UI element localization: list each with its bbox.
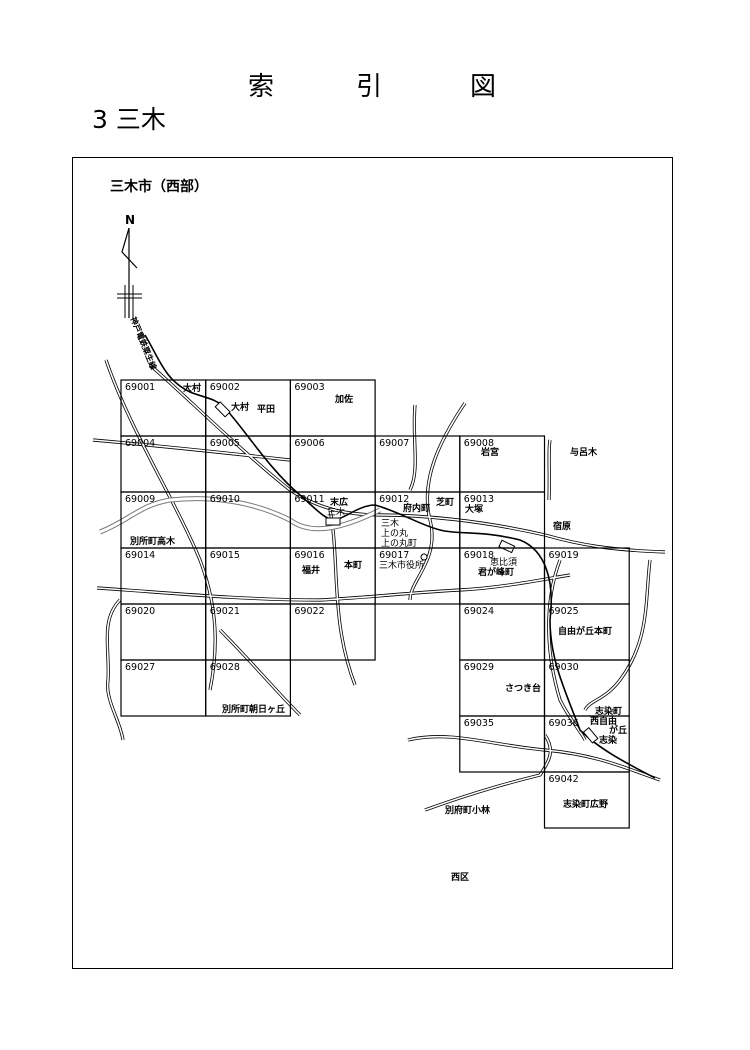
map-title: 三木市（西部） — [110, 179, 208, 195]
station-ebisu-icon — [498, 539, 516, 554]
cell-number: 69015 — [210, 550, 240, 561]
roads — [92, 227, 666, 812]
place-label: 三木 — [381, 519, 400, 529]
place-label: 末広 — [330, 498, 349, 508]
cell-number: 69024 — [464, 606, 494, 617]
place-label: 自由が丘本町 — [558, 627, 613, 637]
cell-number: 69008 — [464, 438, 494, 449]
cell-number: 69028 — [210, 662, 240, 673]
cell-number: 69029 — [464, 662, 494, 673]
place-label: 加佐 — [335, 395, 354, 405]
place-label: 志染 — [599, 736, 618, 746]
place-label: 大村 — [183, 384, 202, 394]
cell-number: 69003 — [294, 382, 324, 393]
cell-number: 69013 — [464, 494, 494, 505]
map-frame — [72, 157, 673, 969]
cell-number: 69027 — [125, 662, 155, 673]
cell-number: 69019 — [549, 550, 579, 561]
cell-number: 69018 — [464, 550, 494, 561]
place-label: 別府町小林 — [445, 806, 491, 816]
place-label: 志染町 — [595, 707, 623, 717]
place-label: 上の丸 — [381, 529, 409, 539]
place-label: 本町 — [344, 561, 363, 571]
cell-number: 69025 — [549, 606, 579, 617]
place-label: 三木 — [327, 508, 346, 518]
place-label: 君が峰町 — [478, 568, 515, 578]
cell-number: 69011 — [294, 494, 324, 505]
page-subtitle: 3 三木 — [92, 105, 166, 134]
cell-number: 69006 — [294, 438, 324, 449]
cell-number: 69012 — [379, 494, 409, 505]
place-label: 別所町朝日ヶ丘 — [222, 705, 286, 715]
road-outer — [92, 359, 666, 812]
cell-number: 69017 — [379, 550, 409, 561]
station-miki-icon — [325, 517, 341, 526]
title-char: 索 — [248, 72, 275, 102]
place-label: 上の丸町 — [381, 539, 418, 549]
cell-number: 69022 — [294, 606, 324, 617]
place-label: 福井 — [302, 566, 321, 576]
cell-number: 69001 — [125, 382, 155, 393]
cell-number: 69007 — [379, 438, 409, 449]
place-label: 別所町高木 — [130, 537, 176, 547]
index-cell-69028[interactable] — [205, 659, 291, 717]
index-cell-69022[interactable] — [289, 603, 376, 661]
station-omura-icon — [214, 401, 231, 418]
place-label: 岩宮 — [481, 448, 500, 458]
place-label: 平田 — [257, 405, 276, 415]
cell-number: 69030 — [549, 662, 579, 673]
station-shijimi-icon — [582, 727, 599, 744]
cell-number: 69004 — [125, 438, 155, 449]
place-label: が丘 — [609, 726, 628, 736]
cell-number: 69009 — [125, 494, 155, 505]
place-label: 三木市役所 — [379, 561, 425, 571]
place-label: 恵比須 — [490, 558, 518, 568]
cell-number: 69016 — [294, 550, 324, 561]
cell-number: 69020 — [125, 606, 155, 617]
cell-number: 69036 — [549, 718, 579, 729]
place-label: 志染町広野 — [563, 800, 609, 810]
place-label: 宿原 — [553, 522, 572, 532]
title-char: 引 — [356, 72, 383, 102]
cell-number: 69035 — [464, 718, 494, 729]
city-hall-icon — [420, 553, 428, 561]
place-label: 西自由 — [590, 717, 618, 727]
place-label: 芝町 — [436, 498, 455, 508]
road-inner — [92, 359, 666, 811]
index-grid: 69001 69002 69003 69004 69005 69006 69007 69008… — [120, 379, 630, 829]
place-label: 府内町 — [403, 504, 431, 514]
cell-number: 69002 — [210, 382, 240, 393]
cell-number: 69042 — [549, 774, 579, 785]
north-label: N — [125, 213, 136, 227]
place-label: 大塚 — [465, 505, 484, 515]
place-label: 西区 — [451, 873, 470, 883]
index-cell-69042[interactable] — [543, 771, 630, 829]
cell-number: 69010 — [210, 494, 240, 505]
stations — [214, 401, 599, 744]
place-label: 与呂木 — [570, 448, 598, 458]
north-arrow-icon — [117, 227, 142, 318]
title-char: 図 — [470, 72, 497, 102]
cell-number: 69021 — [210, 606, 240, 617]
place-label: 大村 — [231, 403, 250, 413]
cell-number: 69005 — [210, 438, 240, 449]
place-label: さつき台 — [505, 684, 542, 694]
cell-number: 69014 — [125, 550, 155, 561]
